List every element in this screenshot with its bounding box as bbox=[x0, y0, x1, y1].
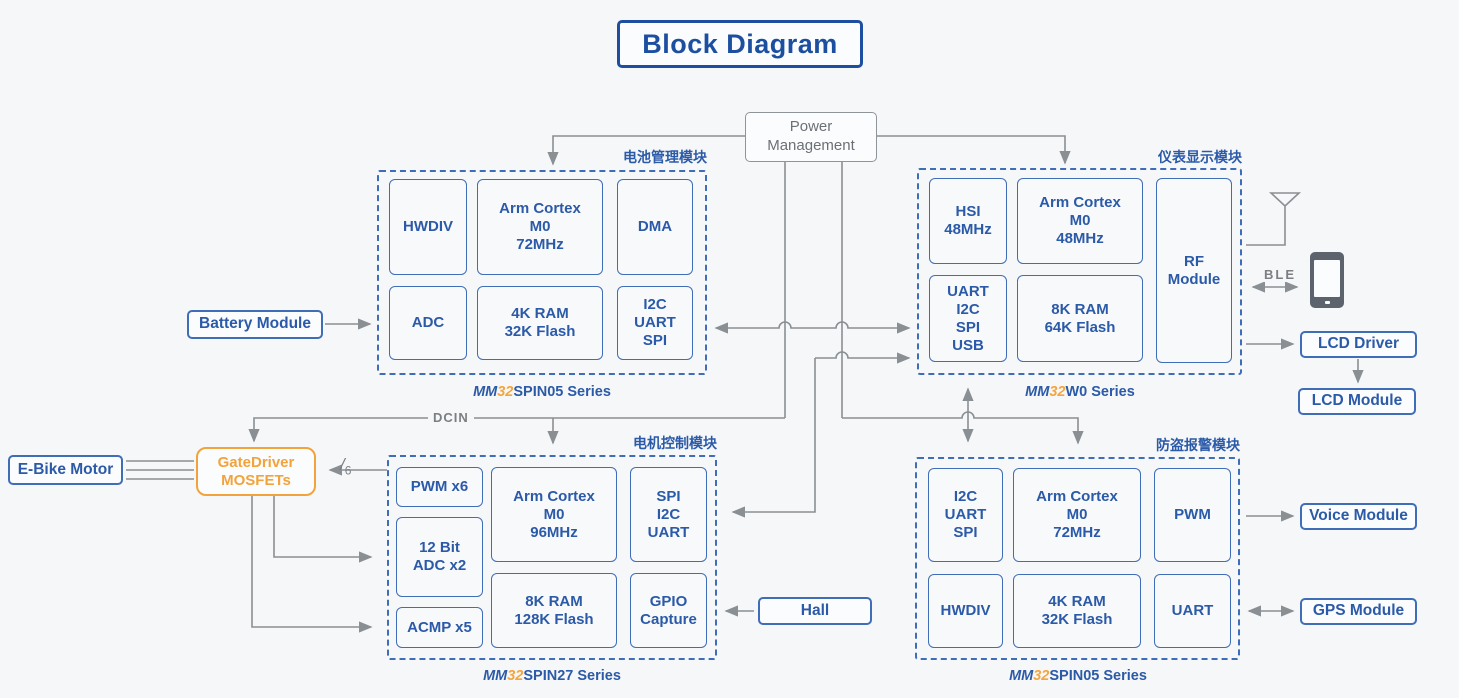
instrument-display-module bbox=[917, 168, 1242, 375]
voice-module-box: Voice Module bbox=[1300, 503, 1417, 530]
ebike-motor-box: E-Bike Motor bbox=[8, 455, 123, 485]
wire-power-to-display-module bbox=[877, 135, 1071, 165]
wire-gatedriver-to-adc bbox=[273, 496, 373, 563]
cell-hwdiv-2: HWDIV bbox=[928, 574, 1003, 648]
cell-cortex-96mhz: Arm Cortex M0 96MHz bbox=[491, 467, 617, 562]
cell-dma: DMA bbox=[617, 179, 693, 275]
cell-8k-ram-128k-flash: 8K RAM 128K Flash bbox=[491, 573, 617, 648]
series-label-spin27: MM32SPIN27 Series bbox=[483, 668, 621, 684]
gps-module-box: GPS Module bbox=[1300, 598, 1417, 625]
battery-module-cn-label: 电池管理模块 bbox=[623, 149, 707, 165]
cell-8k-ram-64k-flash: 8K RAM 64K Flash bbox=[1017, 275, 1143, 362]
motor-control-module bbox=[387, 455, 717, 660]
series-label-spin05-2: MM32SPIN05 Series bbox=[1009, 668, 1147, 684]
gatedriver-mosfets-box: GateDriver MOSFETs bbox=[196, 447, 316, 496]
six-wires-label: /6 bbox=[340, 455, 352, 478]
anti-theft-alarm-module bbox=[915, 457, 1240, 660]
cell-pwm: PWM bbox=[1154, 468, 1231, 562]
wire-battery-display-bus bbox=[714, 321, 911, 334]
ble-label: BLE bbox=[1259, 267, 1301, 282]
power-management-box: Power Management bbox=[745, 112, 877, 162]
smartphone-icon bbox=[1310, 252, 1344, 308]
smartphone-screen bbox=[1314, 260, 1340, 297]
battery-management-module bbox=[377, 170, 707, 375]
cell-uart: UART bbox=[1154, 574, 1231, 648]
hall-box: Hall bbox=[758, 597, 872, 625]
cell-adc: ADC bbox=[389, 286, 467, 360]
antenna-icon bbox=[1246, 192, 1302, 246]
smartphone-home-button bbox=[1324, 301, 1330, 304]
lcd-driver-box: LCD Driver bbox=[1300, 331, 1417, 358]
cell-12bit-adc-x2: 12 Bit ADC x2 bbox=[396, 517, 483, 597]
cell-cortex-72mhz-2: Arm Cortex M0 72MHz bbox=[1013, 468, 1141, 562]
cell-rf-module: RF Module bbox=[1156, 178, 1232, 363]
cell-pwm-x6: PWM x6 bbox=[396, 467, 483, 507]
cell-cortex-72mhz: Arm Cortex M0 72MHz bbox=[477, 179, 603, 275]
cell-spi-i2c-uart: SPI I2C UART bbox=[630, 467, 707, 562]
cell-hwdiv: HWDIV bbox=[389, 179, 467, 275]
display-module-cn-label: 仪表显示模块 bbox=[1158, 149, 1242, 165]
cell-gpio-capture: GPIO Capture bbox=[630, 573, 707, 648]
cell-hsi-48mhz: HSI 48MHz bbox=[929, 178, 1007, 264]
lcd-module-box: LCD Module bbox=[1298, 388, 1416, 415]
wire-gatedriver-to-acmp bbox=[251, 496, 373, 633]
wire-power-to-alarm-module bbox=[842, 411, 1084, 445]
alarm-module-cn-label: 防盗报警模块 bbox=[1156, 437, 1240, 453]
wire-motor-display-horizontal bbox=[815, 351, 911, 364]
series-label-spin05: MM32SPIN05 Series bbox=[473, 384, 611, 400]
dcin-label: DCIN bbox=[428, 410, 474, 425]
motor-module-cn-label: 电机控制模块 bbox=[633, 435, 717, 451]
cell-acmp-x5: ACMP x5 bbox=[396, 607, 483, 648]
cell-cortex-48mhz: Arm Cortex M0 48MHz bbox=[1017, 178, 1143, 264]
wire-motor-display-vertical bbox=[731, 358, 816, 518]
series-label-w0: MM32W0 Series bbox=[1025, 384, 1135, 400]
cell-4k-ram-32k-flash-2: 4K RAM 32K Flash bbox=[1013, 574, 1141, 648]
battery-module-box: Battery Module bbox=[187, 310, 323, 339]
cell-uart-i2c-spi-usb: UART I2C SPI USB bbox=[929, 275, 1007, 362]
page-title: Block Diagram bbox=[617, 20, 863, 68]
cell-i2c-uart-spi: I2C UART SPI bbox=[617, 286, 693, 360]
cell-i2c-uart-spi-2: I2C UART SPI bbox=[928, 468, 1003, 562]
cell-4k-ram-32k-flash: 4K RAM 32K Flash bbox=[477, 286, 603, 360]
